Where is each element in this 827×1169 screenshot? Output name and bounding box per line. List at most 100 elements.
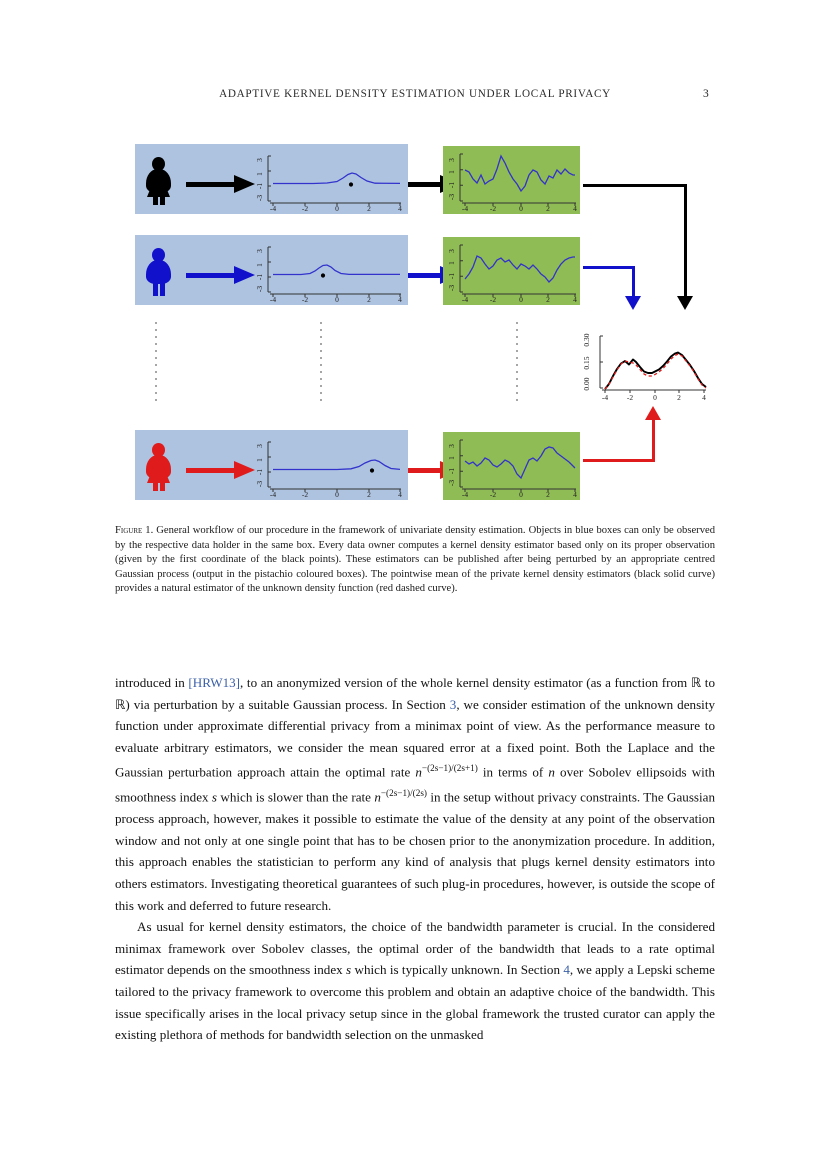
vertical-ellipsis-right — [516, 322, 519, 406]
svg-text:4: 4 — [573, 204, 577, 212]
figure-caption-label: Figure 1. — [115, 525, 154, 536]
p2-seg-b: which is typically unknown. In Section — [351, 962, 564, 978]
svg-text:4: 4 — [702, 393, 706, 402]
p1-seg-c: , we consider estimation of the unknown … — [115, 696, 716, 780]
rate-expression-1: n — [415, 764, 422, 780]
symbol-s-1: s — [211, 789, 218, 805]
running-head: Adaptive Kernel Density Estimation under… — [115, 88, 715, 100]
svg-text:-3: -3 — [447, 285, 456, 291]
svg-text:-4: -4 — [602, 393, 608, 402]
svg-text:4: 4 — [398, 295, 402, 303]
svg-text:4: 4 — [398, 204, 402, 212]
svg-text:-1: -1 — [447, 468, 456, 474]
person-icon-owner-2 — [142, 248, 176, 296]
svg-text:-2: -2 — [302, 490, 308, 498]
svg-text:-4: -4 — [462, 295, 468, 303]
kde-plot-row-1: 3 1 -1 -3 -4 -2 0 2 4 — [253, 148, 405, 212]
svg-text:-1: -1 — [255, 274, 264, 280]
symbol-n: n — [548, 764, 555, 780]
svg-text:0: 0 — [335, 204, 339, 212]
svg-text:-3: -3 — [255, 481, 264, 487]
svg-text:-2: -2 — [490, 490, 496, 498]
rate-expression-2-exponent: −(2s−1)/(2s) — [380, 788, 427, 799]
p2-seg-a: As usual for kernel density estimators, … — [115, 919, 715, 978]
svg-text:2: 2 — [546, 204, 550, 212]
paragraph-1: introduced in [HRW13], to an anonymized … — [115, 672, 715, 916]
svg-text:0.30: 0.30 — [582, 333, 591, 346]
svg-text:0: 0 — [519, 295, 523, 303]
section-ref-4[interactable]: 4 — [563, 962, 570, 978]
svg-text:-4: -4 — [270, 204, 276, 212]
p1-seg-a: introduced in — [115, 675, 189, 690]
vertical-ellipsis-left — [155, 322, 158, 406]
svg-text:-1: -1 — [255, 469, 264, 475]
svg-text:-4: -4 — [270, 490, 276, 498]
svg-text:-1: -1 — [447, 182, 456, 188]
svg-text:1: 1 — [447, 456, 456, 460]
p1-seg-f: which is slower than the rate — [217, 789, 375, 805]
vertical-ellipsis-middle — [320, 322, 323, 406]
private-plot-row-2: 3 1 -1 -3 -4 -2 0 2 4 — [446, 239, 579, 303]
svg-text:-4: -4 — [462, 490, 468, 498]
kde-plot-row-n: 3 1 -1 -3 -4 -2 0 2 4 — [253, 434, 405, 498]
figure-caption: Figure 1. General workflow of our proced… — [115, 524, 715, 597]
svg-text:-2: -2 — [490, 295, 496, 303]
figure-1-workflow: 3 1 -1 -3 -4 -2 0 2 4 — [0, 0, 827, 520]
svg-text:0.00: 0.00 — [582, 377, 591, 390]
citation-hrw13[interactable]: [HRW13] — [188, 675, 241, 690]
figure-caption-text: General workflow of our procedure in the… — [115, 525, 715, 595]
svg-text:0: 0 — [519, 490, 523, 498]
svg-text:0: 0 — [653, 393, 657, 402]
aggregate-plot: 0.30 0.15 0.00 -4 -2 0 2 4 — [578, 326, 710, 404]
svg-text:1: 1 — [447, 170, 456, 174]
body-text: introduced in [HRW13], to an anonymized … — [115, 672, 715, 1046]
svg-text:-3: -3 — [447, 194, 456, 200]
svg-text:4: 4 — [398, 490, 402, 498]
svg-text:2: 2 — [677, 393, 681, 402]
svg-text:3: 3 — [447, 158, 456, 162]
p1-seg-d: in terms of — [477, 764, 549, 780]
svg-text:-2: -2 — [302, 295, 308, 303]
svg-text:3: 3 — [447, 444, 456, 448]
svg-text:1: 1 — [255, 172, 264, 176]
svg-text:-3: -3 — [255, 195, 264, 201]
svg-text:0: 0 — [335, 295, 339, 303]
svg-text:1: 1 — [447, 261, 456, 265]
svg-text:2: 2 — [546, 490, 550, 498]
private-plot-row-n: 3 1 -1 -3 -4 -2 0 2 4 — [446, 434, 579, 498]
private-plot-row-1: 3 1 -1 -3 -4 -2 0 2 4 — [446, 148, 579, 212]
paragraph-2: As usual for kernel density estimators, … — [115, 916, 715, 1046]
svg-text:3: 3 — [255, 249, 264, 253]
p1-seg-e: over Sobolev ellipsoids with smoothness … — [115, 764, 715, 805]
svg-text:-1: -1 — [447, 273, 456, 279]
p2-seg-c: , we apply a Lepski scheme tailored to t… — [115, 962, 715, 1043]
svg-text:-3: -3 — [447, 480, 456, 486]
section-ref-3[interactable]: 3 — [449, 696, 457, 712]
svg-text:0.15: 0.15 — [582, 356, 591, 369]
rate-expression-2: n — [374, 789, 381, 805]
svg-text:1: 1 — [255, 263, 264, 267]
svg-text:3: 3 — [255, 444, 264, 448]
p1-seg-b: , to an anonymized version of the whole … — [115, 675, 715, 712]
svg-text:4: 4 — [573, 490, 577, 498]
svg-text:3: 3 — [447, 249, 456, 253]
running-title: Adaptive Kernel Density Estimation under… — [219, 88, 611, 100]
svg-text:2: 2 — [546, 295, 550, 303]
rate-expression-1-exponent: −(2s−1)/(2s+1) — [421, 763, 478, 774]
svg-text:-2: -2 — [490, 204, 496, 212]
person-icon-owner-1 — [142, 157, 176, 205]
svg-text:3: 3 — [255, 158, 264, 162]
svg-text:0: 0 — [519, 204, 523, 212]
svg-text:2: 2 — [367, 490, 371, 498]
p1-seg-g: in the setup without privacy constraints… — [115, 789, 716, 913]
svg-text:-4: -4 — [462, 204, 468, 212]
svg-text:-4: -4 — [270, 295, 276, 303]
data-owner-box-2 — [135, 235, 408, 305]
svg-text:2: 2 — [367, 204, 371, 212]
svg-text:1: 1 — [255, 458, 264, 462]
svg-text:2: 2 — [367, 295, 371, 303]
svg-text:-3: -3 — [255, 286, 264, 292]
svg-text:-1: -1 — [255, 183, 264, 189]
svg-text:-2: -2 — [302, 204, 308, 212]
